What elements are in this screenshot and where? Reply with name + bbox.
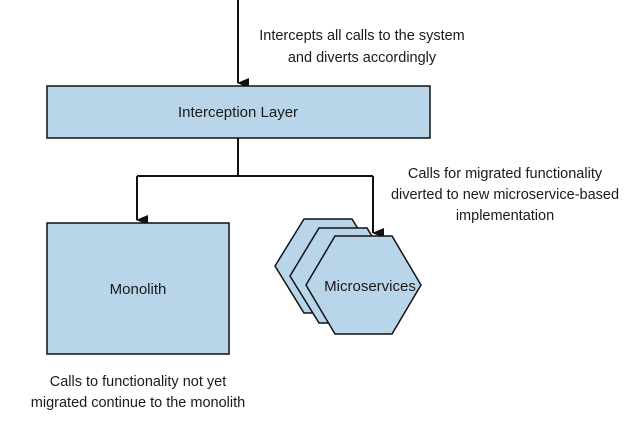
migrated-annotation-line-2: diverted to new microservice-based <box>391 187 619 203</box>
monolith-annotation-line-1: Calls to functionality not yet <box>50 374 227 390</box>
microservice-hexagon-front <box>305 235 422 335</box>
migrated-annotation-line-1: Calls for migrated functionality <box>408 166 603 182</box>
microservices-label: Microservices <box>324 278 416 295</box>
monolith-label: Monolith <box>110 281 167 298</box>
interception-layer-label: Interception Layer <box>178 104 298 121</box>
intercept-annotation-line-2: and diverts accordingly <box>288 50 437 66</box>
monolith-annotation-line-2: migrated continue to the monolith <box>31 395 245 411</box>
monolith-box <box>46 222 230 355</box>
migrated-annotation-line-3: implementation <box>456 208 554 224</box>
intercept-annotation-line-1: Intercepts all calls to the system <box>259 28 465 44</box>
